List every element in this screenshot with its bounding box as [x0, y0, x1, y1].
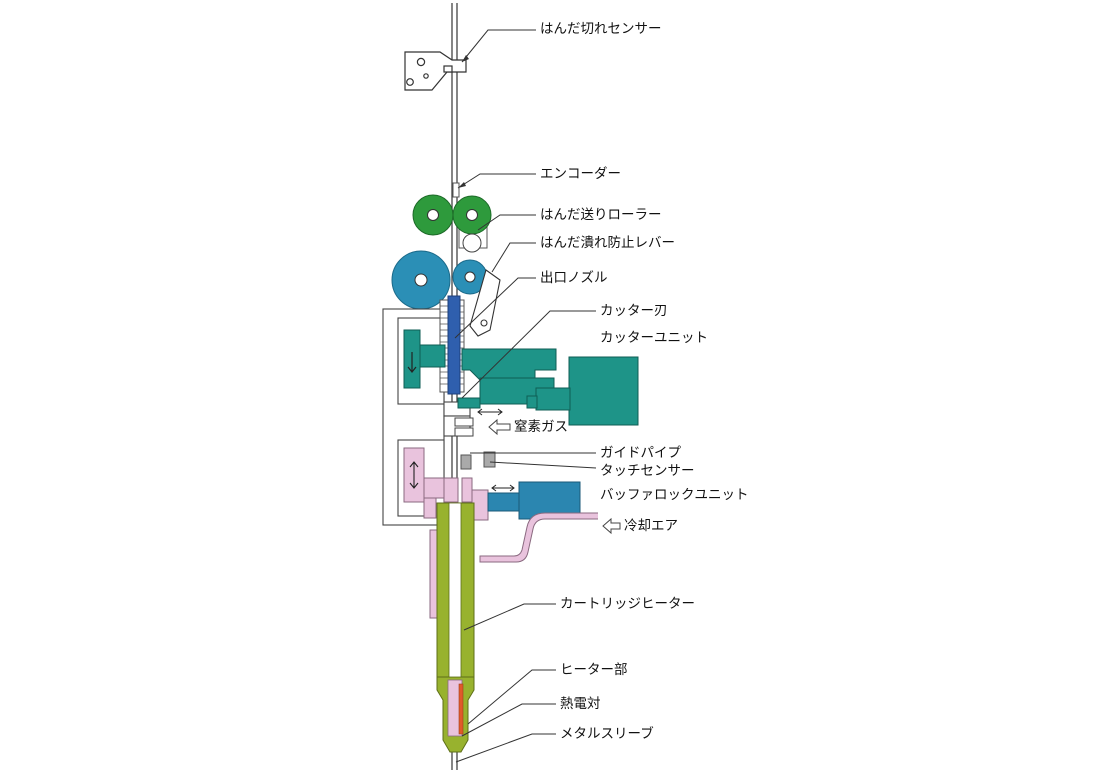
guide-pipe-label: ガイドパイプ [600, 445, 681, 461]
buffer-lock-unit-label: バッファロックユニット [600, 487, 749, 503]
cutter-down-arrow [407, 352, 417, 373]
cutter-stroke-arrow [477, 408, 503, 416]
nitrogen-inlet [454, 417, 511, 437]
solder-break-sensor [404, 51, 467, 91]
guide-pipe [460, 454, 472, 470]
buffer-updown-arrow [409, 461, 419, 489]
thermocouple-label: 熱電対 [560, 696, 601, 712]
feed-roller-right [452, 195, 492, 235]
crush-prevention-lever [469, 269, 501, 337]
outlet-nozzle-label: 出口ノズル [540, 270, 608, 286]
cartridge-heater-label: カートリッジヒーター [560, 596, 695, 612]
small-blue-roller [452, 259, 488, 295]
touch-sensor [483, 451, 496, 468]
cartridge-heater-bore [448, 502, 462, 678]
leader-lines [454, 29, 597, 763]
feed-roller-left [412, 194, 454, 236]
cooling-air-label: 冷却エア [624, 518, 678, 534]
cutter-unit-label: カッターユニット [600, 330, 708, 346]
buffer-stroke-arrow [491, 484, 515, 492]
cooling-air-pipe [479, 512, 621, 563]
crush-lever-label: はんだ潰れ防止レバー [540, 235, 675, 251]
cutter-blade-label: カッター刃 [600, 303, 668, 319]
solder-break-sensor-label: はんだ切れセンサー [540, 21, 662, 37]
touch-sensor-label: タッチセンサー [600, 463, 695, 479]
encoder-label: エンコーダー [540, 166, 621, 182]
idler-wheel [462, 233, 482, 253]
leader-arrowheads [458, 55, 469, 188]
feed-roller-label: はんだ送りローラー [540, 207, 662, 223]
large-blue-roller [391, 250, 451, 310]
buffer-lock-pink [403, 447, 489, 521]
heater-section-label: ヒーター部 [560, 662, 628, 678]
thermocouple-element [458, 683, 464, 735]
metal-sleeve-label: メタルスリーブ [560, 726, 654, 742]
nitrogen-gas-label: 窒素ガス [514, 419, 568, 435]
cutter-unit [403, 329, 639, 426]
